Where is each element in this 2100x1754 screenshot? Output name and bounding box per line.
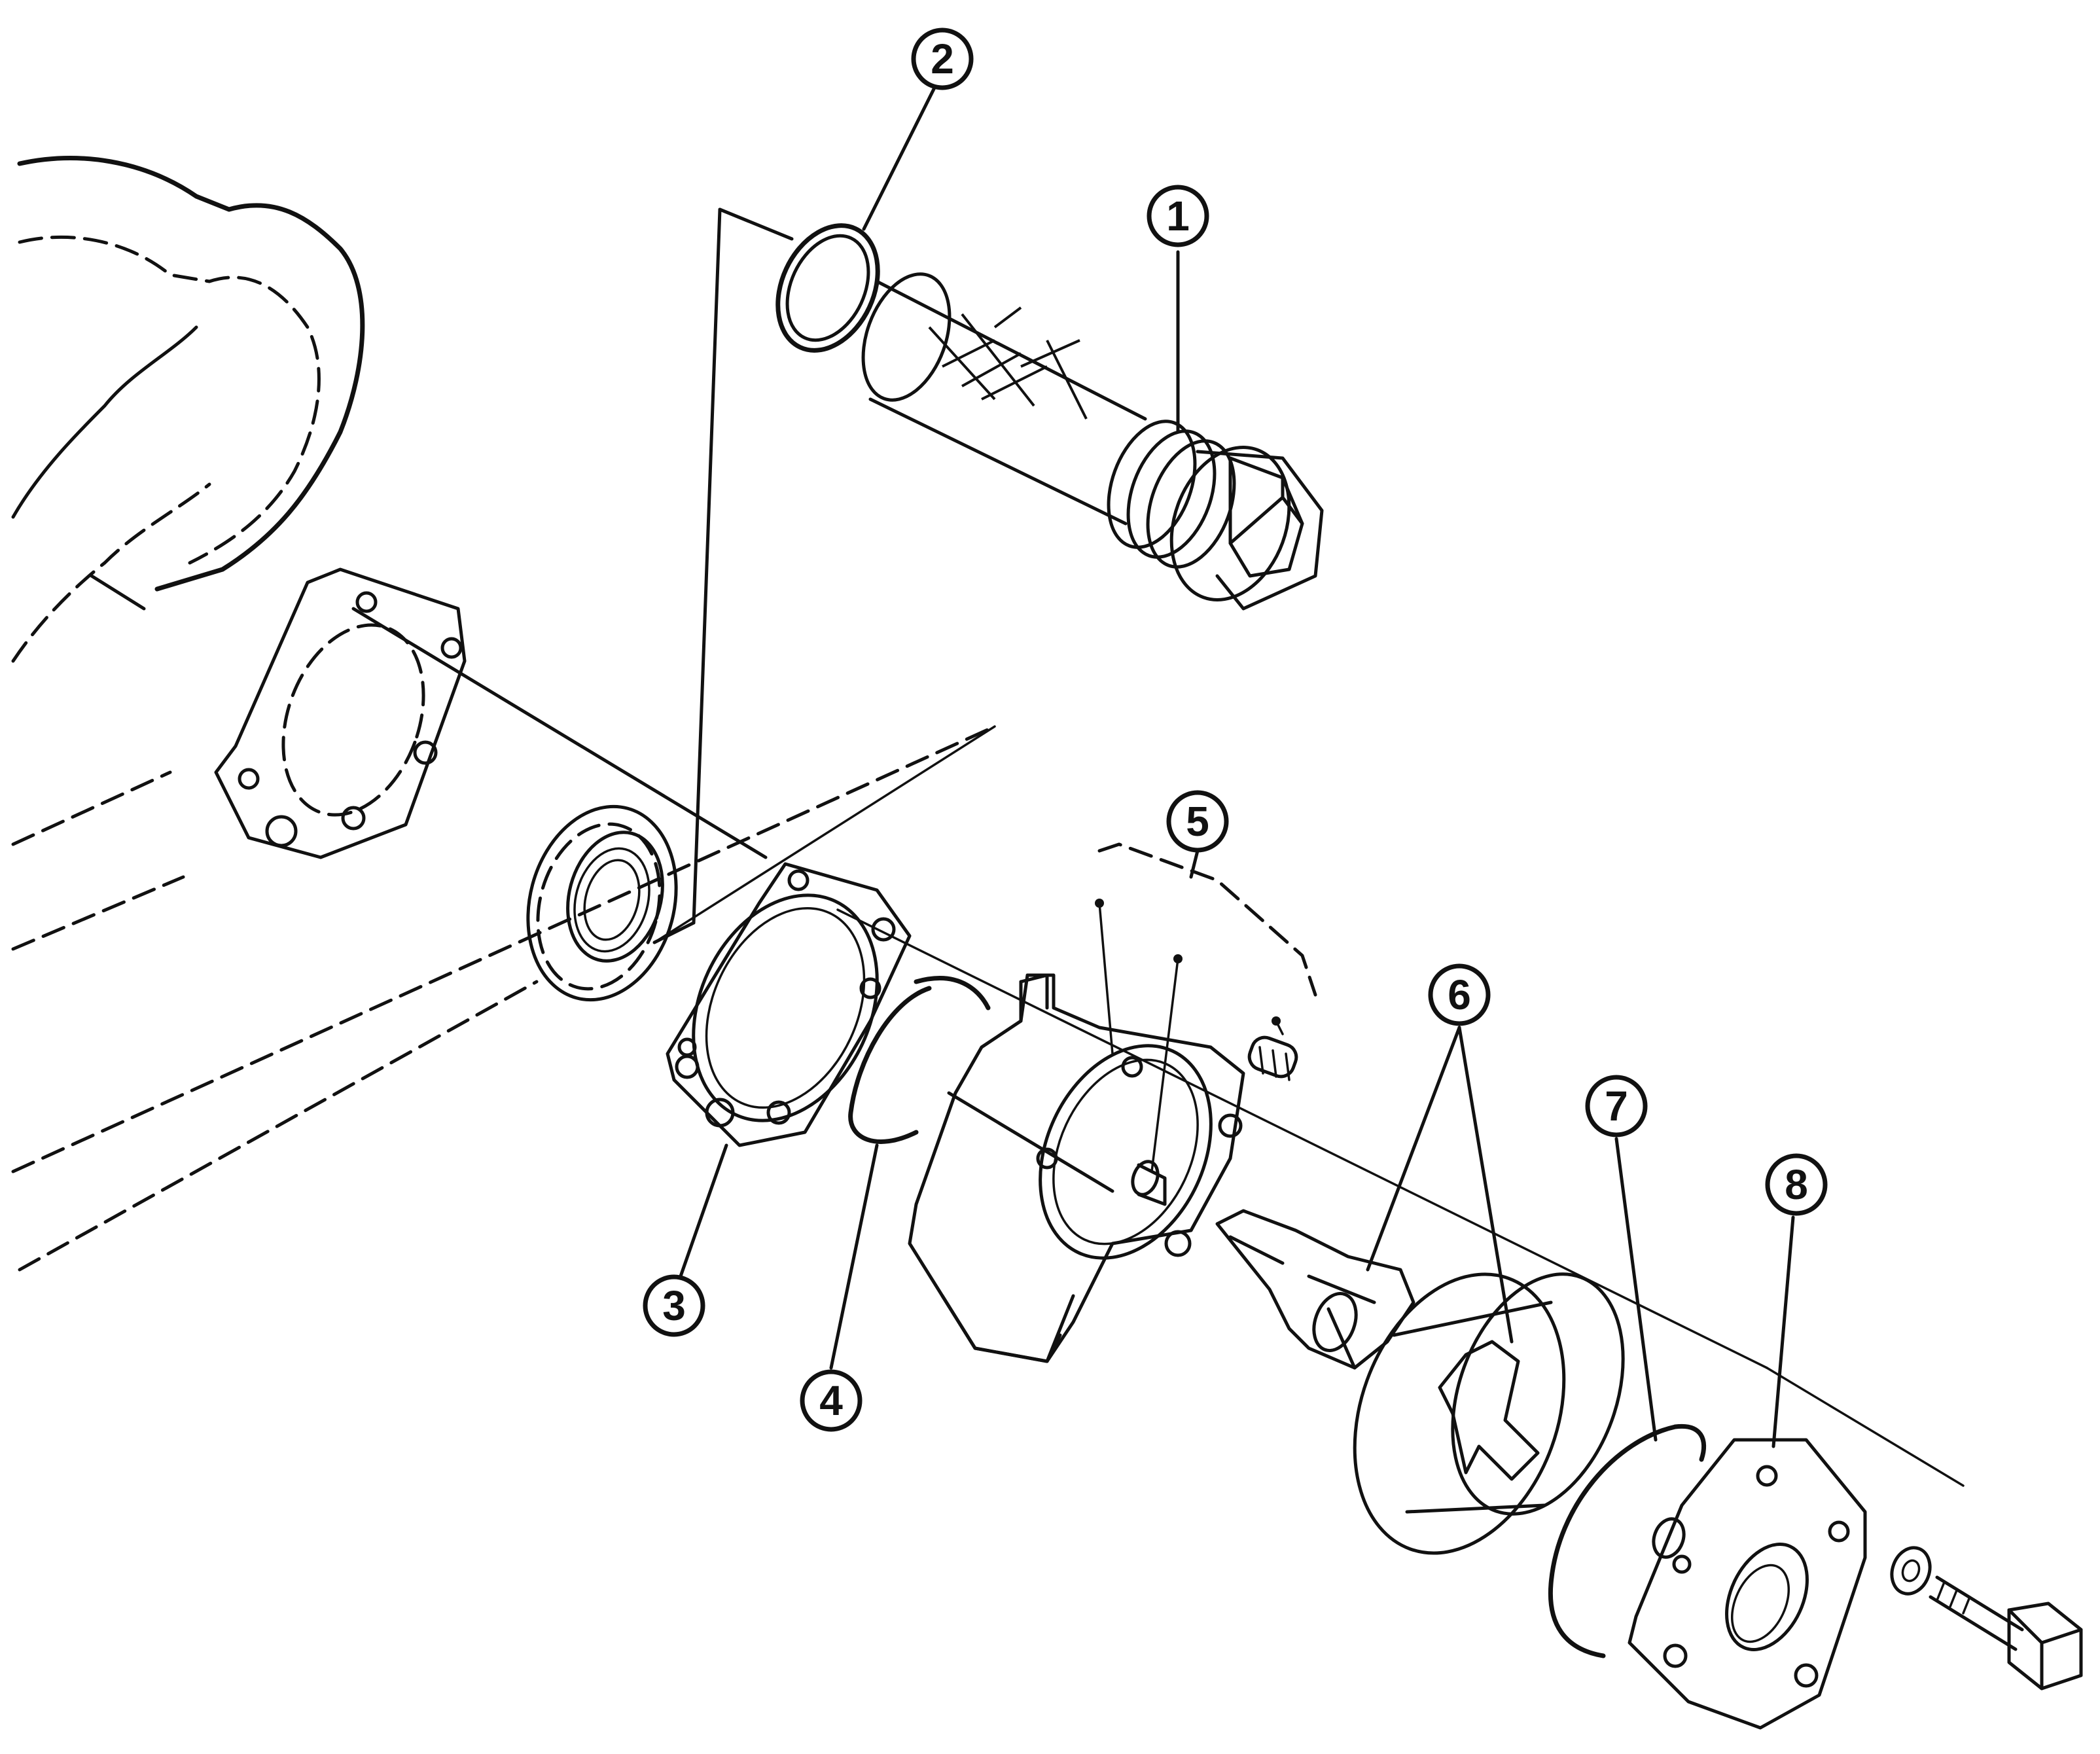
pump-cover <box>1628 1438 1867 1730</box>
gasket-left <box>214 567 467 859</box>
callout-2: 2 <box>911 27 974 90</box>
callout-5-label: 5 <box>1186 798 1209 845</box>
callout-2-label: 2 <box>931 35 954 82</box>
leader-lines <box>679 83 1795 1448</box>
washer <box>1890 1546 1932 1596</box>
callout-5: 5 <box>1166 790 1229 853</box>
callout-4: 4 <box>800 1369 863 1432</box>
strainer-assembly <box>861 272 1324 611</box>
pump-body <box>908 899 1298 1363</box>
bracket-5 <box>1097 842 1317 997</box>
snap-ring <box>848 976 991 1144</box>
callout-8-label: 8 <box>1785 1161 1808 1208</box>
callout-6: 6 <box>1428 963 1491 1026</box>
callout-3-label: 3 <box>662 1282 686 1329</box>
bolt <box>1929 1575 2083 1691</box>
callout-7-label: 7 <box>1605 1083 1628 1130</box>
callout-1: 1 <box>1147 185 1209 247</box>
retaining-ring <box>1548 1423 1707 1658</box>
callout-6-label: 6 <box>1448 971 1471 1018</box>
callout-8: 8 <box>1765 1153 1828 1216</box>
o-ring <box>775 223 880 353</box>
callout-3: 3 <box>643 1274 705 1337</box>
assembly-axis-lines <box>351 207 1965 1487</box>
gear-rotor <box>1353 1272 1625 1555</box>
callout-1-label: 1 <box>1166 192 1190 240</box>
gasket-front <box>666 862 912 1147</box>
seal-ring <box>526 804 678 1002</box>
transmission-housing-outline <box>11 156 997 1272</box>
callout-4-label: 4 <box>819 1377 843 1424</box>
callout-7: 7 <box>1585 1075 1648 1137</box>
